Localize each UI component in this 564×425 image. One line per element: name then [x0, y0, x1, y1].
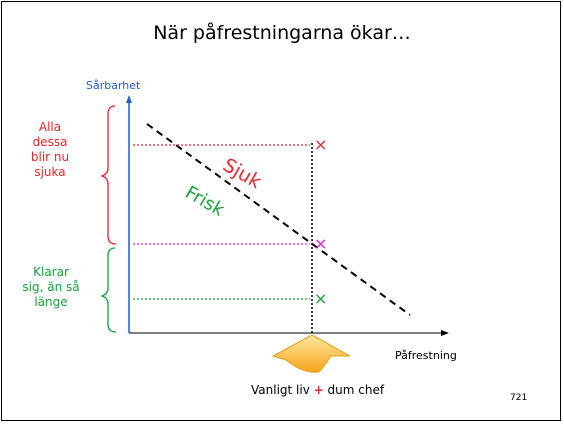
green-bracket	[99, 247, 117, 333]
load-arrow	[271, 334, 351, 373]
green-bracket-label: Klarar sig, än så länge	[22, 265, 80, 309]
caption-part2: dum chef	[327, 383, 385, 397]
threshold-line	[146, 123, 411, 316]
red-bracket-label: Alla dessa blir nu sjuka	[30, 120, 70, 179]
x-axis-label: Påfrestning	[395, 349, 457, 362]
page-number: 721	[510, 393, 528, 403]
caption: Vanligt liv + dum chef	[251, 383, 384, 397]
green-marker: ×	[314, 289, 327, 308]
y-axis-arrowhead	[126, 95, 132, 103]
caption-part1: Vanligt liv	[251, 383, 310, 397]
slide-title: När påfrestningarna ökar…	[153, 22, 411, 44]
y-axis-label: Sårbarhet	[86, 79, 141, 92]
red-marker: ×	[314, 135, 327, 154]
magenta-marker: ×	[314, 234, 327, 253]
x-axis-arrowhead	[441, 330, 449, 336]
caption-plus: +	[313, 383, 324, 397]
red-bracket	[99, 105, 117, 245]
